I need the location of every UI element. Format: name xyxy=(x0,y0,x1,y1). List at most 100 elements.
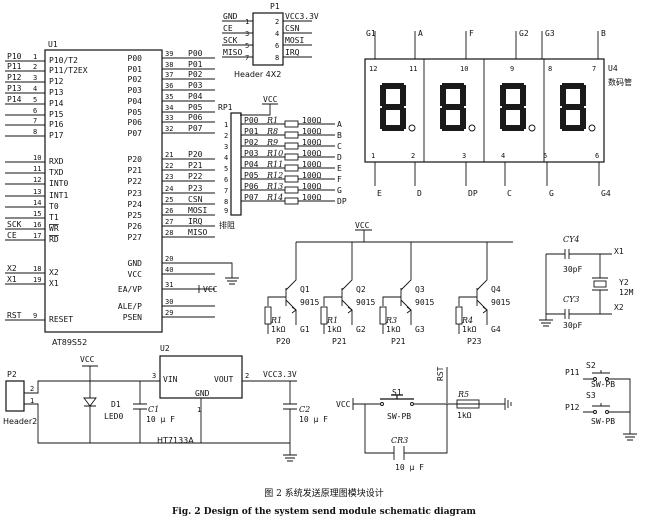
mcu-right-pin-num: 32 xyxy=(165,125,173,133)
header-left-net: GND xyxy=(223,12,238,21)
r5-label: R5 xyxy=(457,390,469,399)
mcu-left-pin-num: 16 xyxy=(33,221,41,229)
rp-resistor xyxy=(284,186,299,194)
ground-symbol xyxy=(225,277,239,285)
mcu-left-net: P10 xyxy=(7,52,22,61)
drivers-vcc: VCC xyxy=(355,221,370,230)
digit-dp xyxy=(528,124,536,132)
transistor-arrow xyxy=(347,306,353,314)
transistor-arrow xyxy=(291,306,297,314)
digit-segment xyxy=(500,108,506,129)
resistor-value: 1kΩ xyxy=(386,325,401,334)
mcu-right-pin-num: 27 xyxy=(165,218,173,226)
display-ref: U4 xyxy=(608,64,618,73)
mcu-left-net: P13 xyxy=(7,84,22,93)
rp-seg: G xyxy=(337,186,342,195)
mcu-left-net: X1 xyxy=(7,275,17,284)
header-name: Header 4X2 xyxy=(234,70,281,79)
mcu-right-pin-name: P24 xyxy=(128,200,143,209)
mcu-right-pin-num: 28 xyxy=(165,229,173,237)
power-vcc-wire xyxy=(82,365,98,381)
c2-label: C2 xyxy=(299,405,310,414)
rp-r-label: R14 xyxy=(266,193,283,202)
mcu-ea-net: VCC xyxy=(203,285,218,294)
mcu-left-pin-num: 5 xyxy=(33,96,37,104)
power-ground xyxy=(283,454,297,462)
cy4-label: CY4 xyxy=(563,235,580,244)
digit-segment xyxy=(502,104,524,110)
u2-pin2: 2 xyxy=(245,372,249,380)
caption-cn: 图 2 系统发送原理图模块设计 xyxy=(264,487,383,499)
port-net: P20 xyxy=(276,337,291,346)
mcu-right-pin-num: 21 xyxy=(165,151,173,159)
mcu-right-net: P21 xyxy=(188,161,203,170)
transistor-wires xyxy=(267,242,297,325)
transistor-part: 9015 xyxy=(300,298,319,307)
mcu-right-pin-name: P23 xyxy=(128,189,143,198)
transistor-wires xyxy=(382,242,412,325)
display-top-label: A xyxy=(418,29,423,38)
digit-segment xyxy=(502,83,524,89)
rp-pin-num: 7 xyxy=(224,187,228,195)
display-top-label: G2 xyxy=(519,29,529,38)
mcu-right-pin-name: GND xyxy=(128,259,143,268)
digit-segment xyxy=(400,108,406,129)
s2-contact-b xyxy=(605,377,609,381)
mcu-left-pin-num: 18 xyxy=(33,265,41,273)
s1-switch xyxy=(380,394,414,400)
cr3-label: CR3 xyxy=(391,436,408,445)
mcu-left-pin-num: 10 xyxy=(33,154,41,162)
mcu-right-net: IRQ xyxy=(188,217,203,226)
u2-ref: U2 xyxy=(160,344,170,353)
display-bottom-num: 5 xyxy=(543,152,547,160)
rp-net: P02 xyxy=(244,138,259,147)
mcu-left-pin-num: 14 xyxy=(33,199,41,207)
header-right-num: 6 xyxy=(275,42,279,50)
display-bottom-label: DP xyxy=(468,189,478,198)
rp-pin-num: 1 xyxy=(224,121,228,129)
mcu-right-pin-num: 36 xyxy=(165,82,173,90)
mcu-right-net: MISO xyxy=(188,228,207,237)
u2-pin1: 1 xyxy=(197,406,201,414)
p2-pin2: 2 xyxy=(30,385,34,393)
mcu-left-pin-num: 1 xyxy=(33,53,37,61)
keys-ground xyxy=(623,433,637,441)
s1-contact-b xyxy=(410,402,414,406)
transistor-part: 9015 xyxy=(491,298,510,307)
mcu-left-pin-name: P12 xyxy=(49,77,64,86)
rp-resistor xyxy=(284,175,299,183)
mcu-left-pin-num: 17 xyxy=(33,232,41,240)
digit-segment xyxy=(460,108,466,129)
s2-label: S2 xyxy=(586,361,596,370)
header-right-net: IRQ xyxy=(285,48,300,57)
x2-label: X2 xyxy=(614,303,624,312)
display-bottom-label: G4 xyxy=(601,189,611,198)
header-left-num: 1 xyxy=(245,18,249,26)
digit-dp xyxy=(408,124,416,132)
u2-name: HT7133A xyxy=(157,436,194,445)
mcu-left-pin-name: P11/T2EX xyxy=(49,66,88,75)
display-name: 数码管 xyxy=(608,77,632,87)
mcu-right-pin-num: 23 xyxy=(165,173,173,181)
rp-net: P04 xyxy=(244,160,259,169)
mcu-right-net: P06 xyxy=(188,113,203,122)
mcu-left-net: P14 xyxy=(7,95,22,104)
header-left-num: 5 xyxy=(245,42,249,50)
s2-switch xyxy=(583,370,631,434)
rp-value: 100Ω xyxy=(302,171,321,180)
rp-pin-num: 6 xyxy=(224,176,228,184)
mcu-left-net: SCK xyxy=(7,220,22,229)
port-net: P21 xyxy=(332,337,347,346)
mcu-right-pin-name: P26 xyxy=(128,222,143,231)
rp-net: P07 xyxy=(244,193,259,202)
display-top-num: 9 xyxy=(510,65,514,73)
crystal-body xyxy=(593,280,607,288)
transistor-wires xyxy=(323,242,353,325)
header-left-num: 7 xyxy=(245,54,249,62)
display-top-num: 12 xyxy=(369,65,377,73)
reset-wires xyxy=(352,398,485,410)
mcu-right-pin-name: P02 xyxy=(128,75,143,84)
digit-segment xyxy=(460,85,466,106)
